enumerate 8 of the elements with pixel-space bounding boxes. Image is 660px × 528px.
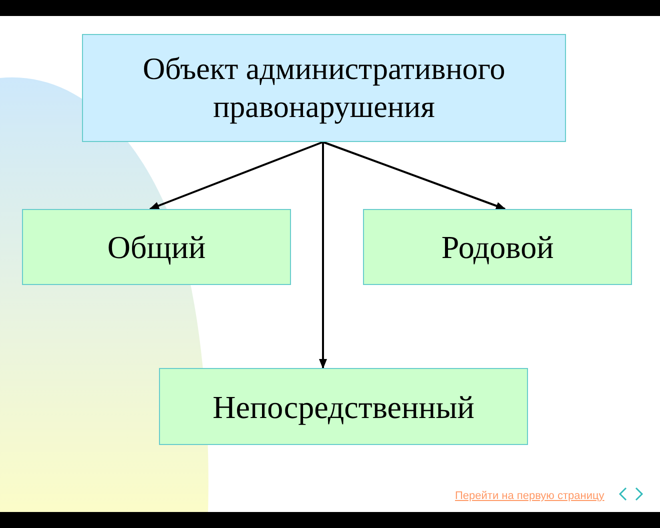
text-box: Родовой (363, 209, 632, 285)
text-box: Непосредственный (159, 368, 528, 445)
arrow (319, 142, 327, 369)
first-page-link: Перейти на первую страницу (455, 489, 604, 504)
text-box: Общий (22, 209, 291, 285)
arrow (322, 141, 506, 210)
arrow (149, 141, 324, 210)
text-box: Объект административного правонарушения (82, 34, 566, 142)
